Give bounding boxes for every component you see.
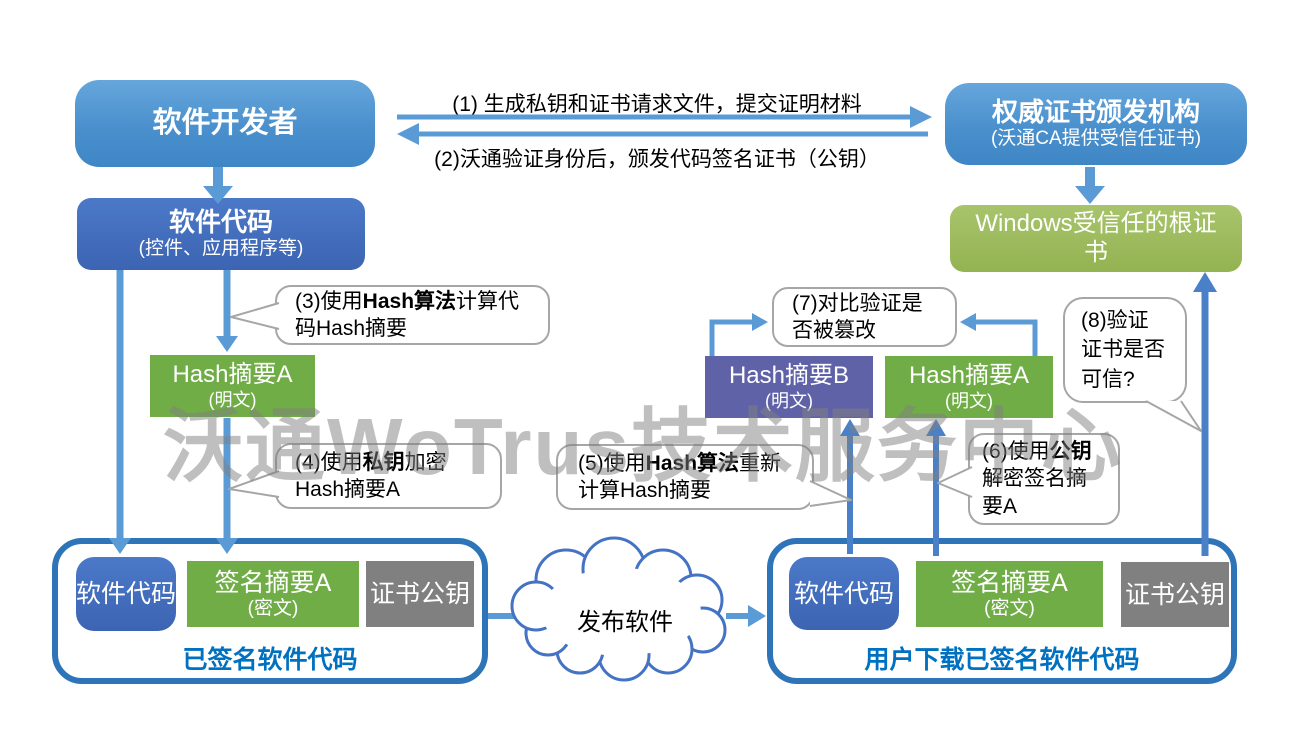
callout-step3: (3)使用Hash算法计算代码Hash摘要 — [275, 285, 550, 345]
arrow-ca-to-root-cert — [1075, 167, 1105, 204]
node-windows-root-cert: Windows受信任的根证书 — [950, 205, 1242, 272]
publish-cloud-label: 发布软件 — [577, 609, 673, 636]
signed-digest-title: 签名摘要A — [214, 568, 332, 597]
downloaded-digest-subtitle: (密文) — [984, 597, 1035, 619]
node-software-code: 软件代码 (控件、应用程序等) — [77, 198, 365, 270]
node-software-developer: 软件开发者 — [75, 80, 375, 167]
signed-digest-subtitle: (密文) — [247, 597, 299, 619]
callout-step7-text: (7)对比验证是否被篡改 — [792, 291, 923, 342]
node-hash-digest-b: Hash摘要B (明文) — [705, 356, 873, 418]
hash-b-title: Hash摘要B — [728, 362, 850, 390]
node-software-code-title: 软件代码 — [168, 207, 273, 238]
arrow-hash-b-to-compare — [709, 313, 768, 356]
downloaded-code-chip-label: 软件代码 — [793, 579, 894, 608]
arrow-downloaded-code-to-hash-b — [840, 419, 860, 554]
callout-step6-tail — [937, 466, 973, 498]
node-hash-digest-a-left: Hash摘要A (明文) — [150, 355, 315, 417]
arrow-cloud-to-downloaded — [726, 605, 766, 627]
signed-cert-label: 证书公钥 — [369, 580, 470, 608]
arrow-downloaded-digest-to-hash-a — [926, 419, 946, 556]
callout-step8-text: (8)验证证书是否可信? — [1081, 308, 1165, 391]
callout-step5: (5)使用Hash算法重新计算Hash摘要 — [556, 444, 814, 510]
node-hash-digest-a-right: Hash摘要A (明文) — [885, 356, 1053, 418]
signed-digest-chip: 签名摘要A (密文) — [187, 561, 359, 627]
downloaded-cert-chip: 证书公钥 — [1121, 562, 1229, 627]
downloaded-package-label: 用户下载已签名软件代码 — [864, 646, 1140, 674]
flow-step1-label: (1) 生成私钥和证书请求文件，提交证明材料 — [452, 93, 862, 116]
callout-step4-text: (4)使用私钥加密Hash摘要A — [295, 450, 447, 501]
signed-code-chip: 软件代码 — [76, 557, 176, 631]
callout-step4: (4)使用私钥加密Hash摘要A — [275, 443, 502, 509]
downloaded-code-chip: 软件代码 — [789, 557, 899, 630]
flow-step2-label: (2)沃通验证身份后，颁发代码签名证书（公钥） — [434, 148, 880, 171]
arrow-step2-left — [397, 123, 928, 145]
callout-step3-text: (3)使用Hash算法计算代码Hash摘要 — [295, 289, 520, 340]
signed-code-chip-label: 软件代码 — [76, 580, 177, 608]
downloaded-digest-title: 签名摘要A — [951, 568, 1068, 597]
hash-a-right-title: Hash摘要A — [908, 362, 1030, 390]
hash-a-left-title: Hash摘要A — [172, 361, 293, 389]
node-certificate-authority: 权威证书颁发机构 (沃通CA提供受信任证书) — [945, 83, 1247, 165]
callout-step6: (6)使用公钥解密签名摘要A — [968, 433, 1120, 525]
arrow-code-to-signed-package — [109, 270, 131, 554]
node-windows-root-cert-label: Windows受信任的根证书 — [975, 210, 1217, 266]
callout-step5-text: (5)使用Hash算法重新计算Hash摘要 — [578, 451, 782, 502]
node-software-developer-label: 软件开发者 — [152, 107, 298, 140]
arrow-hash-a-right-to-compare — [960, 313, 1038, 356]
package-signed-code: 软件代码 签名摘要A (密文) 证书公钥 已签名软件代码 — [52, 538, 488, 684]
callout-step7: (7)对比验证是否被篡改 — [772, 287, 957, 347]
hash-a-left-subtitle: (明文) — [208, 389, 257, 410]
node-software-code-subtitle: (控件、应用程序等) — [138, 238, 304, 260]
hash-b-subtitle: (明文) — [765, 390, 813, 411]
downloaded-cert-label: 证书公钥 — [1124, 580, 1225, 609]
hash-a-right-subtitle: (明文) — [945, 390, 993, 411]
callout-step5-tail — [809, 480, 852, 507]
arrow-hash-a-to-signed-digest — [216, 418, 238, 554]
callout-step8: (8)验证证书是否可信? — [1063, 297, 1187, 403]
package-downloaded-code: 软件代码 签名摘要A (密文) 证书公钥 用户下载已签名软件代码 — [767, 538, 1237, 684]
callout-step6-text: (6)使用公钥解密签名摘要A — [982, 440, 1092, 518]
callout-step4-tail — [228, 470, 280, 498]
signed-package-label: 已签名软件代码 — [182, 646, 358, 674]
arrow-cert-to-root-cert — [1193, 272, 1217, 556]
callout-step3-tail — [230, 302, 280, 330]
arrow-code-to-hash-a — [216, 270, 238, 352]
node-ca-subtitle: (沃通CA提供受信任证书) — [990, 128, 1202, 150]
callout-step8-tail — [1145, 400, 1202, 432]
node-ca-title: 权威证书颁发机构 — [991, 97, 1200, 128]
downloaded-digest-chip: 签名摘要A (密文) — [916, 561, 1103, 627]
signed-cert-chip: 证书公钥 — [366, 561, 474, 627]
